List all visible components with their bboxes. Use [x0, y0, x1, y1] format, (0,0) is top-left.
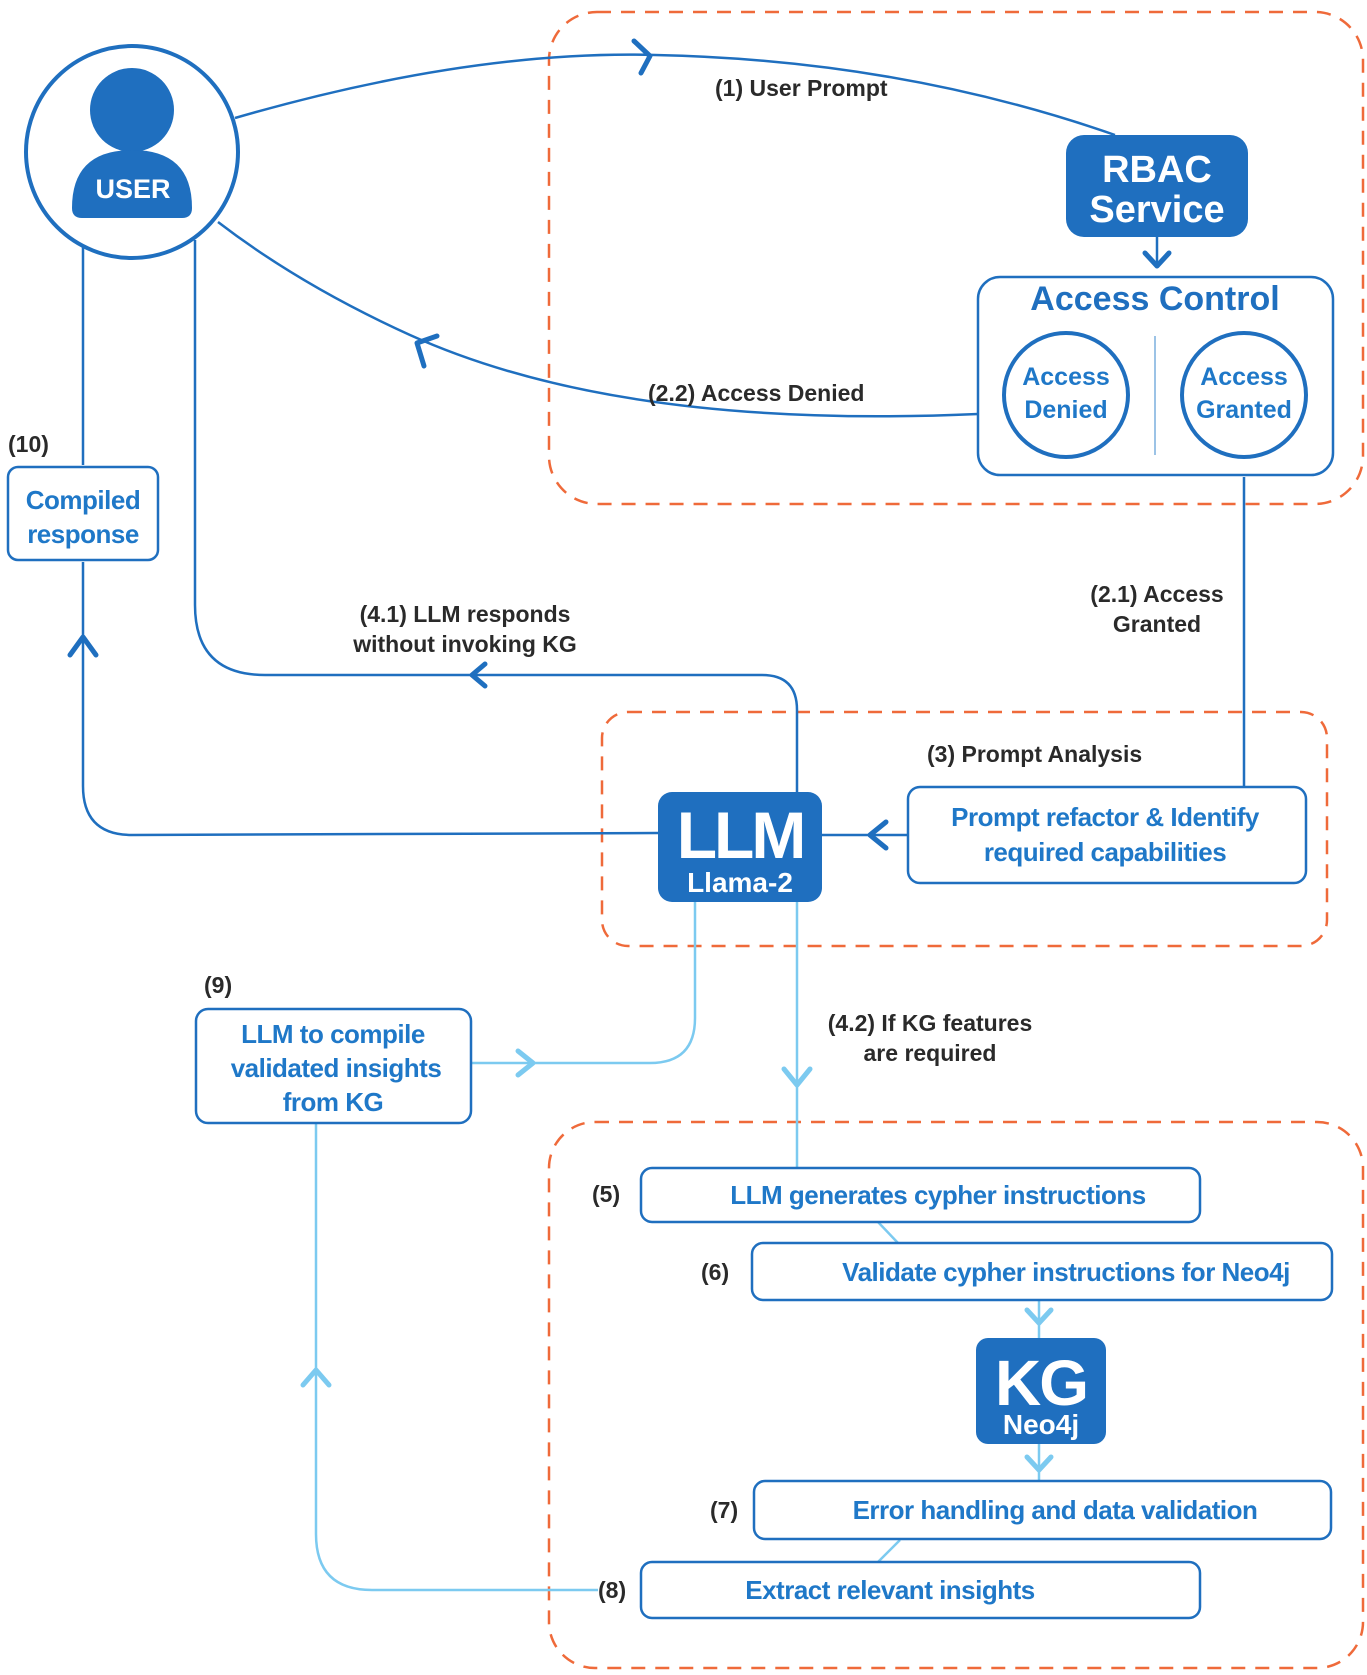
step-4-1-label-line2: without invoking KG: [352, 631, 577, 657]
rbac-region: [547, 10, 1365, 506]
error-handling-box[interactable]: Error handling and data validation: [752, 1479, 1333, 1541]
llm-compile-line3: from KG: [283, 1087, 384, 1117]
prompt-refactor-line2: required capabilities: [984, 837, 1226, 867]
step-4-2-label-line2: are required: [864, 1040, 997, 1066]
error-handling-text: Error handling and data validation: [853, 1495, 1258, 1525]
kg-node[interactable]: KG Neo4j: [976, 1338, 1106, 1444]
compiled-line1: Compiled: [26, 485, 140, 515]
extract-insights-text: Extract relevant insights: [745, 1575, 1035, 1605]
chevron-left-icon: [414, 333, 440, 369]
access-denied-node[interactable]: Access Denied: [1002, 331, 1130, 459]
step-1-label: (1) User Prompt: [715, 75, 888, 101]
chevron-left-icon: [867, 819, 889, 851]
llm-region: [600, 710, 1329, 948]
step-10-label: (10): [8, 431, 49, 457]
step-7-label: (7): [710, 1497, 738, 1523]
generate-cypher-box[interactable]: LLM generates cypher instructions: [639, 1166, 1202, 1224]
access-granted-line2: Granted: [1196, 396, 1292, 424]
prompt-refactor-box[interactable]: Prompt refactor & Identify required capa…: [906, 785, 1308, 885]
edge-llm-responds: [193, 240, 799, 792]
compiled-response-box[interactable]: Compiled response: [6, 465, 160, 562]
generate-cypher-text: LLM generates cypher instructions: [730, 1180, 1146, 1210]
step-6-label: (6): [701, 1259, 729, 1285]
chevron-right-icon: [515, 1048, 536, 1078]
kg-subtitle: Neo4j: [1003, 1409, 1079, 1440]
extract-insights-box[interactable]: Extract relevant insights: [639, 1560, 1202, 1620]
rbac-title: RBAC: [1102, 149, 1212, 191]
user-body-icon: [72, 150, 192, 218]
rbac-subtitle: Service: [1089, 189, 1224, 231]
step-2-1-label-line1: (2.1) Access: [1090, 581, 1223, 607]
prompt-refactor-line1: Prompt refactor & Identify: [951, 802, 1260, 832]
access-control-title: Access Control: [1030, 280, 1279, 318]
user-head-icon: [90, 68, 174, 152]
chevron-down-icon: [1024, 1454, 1054, 1473]
step-5-label: (5): [592, 1181, 620, 1207]
access-denied-line2: Denied: [1024, 396, 1107, 424]
chevron-left-icon: [469, 661, 488, 689]
llm-title: LLM: [677, 798, 804, 872]
step-2-1-label-line2: Granted: [1113, 611, 1201, 637]
llm-compile-line1: LLM to compile: [241, 1019, 425, 1049]
user-label: USER: [95, 174, 170, 204]
step-4-2-label-line1: (4.2) If KG features: [828, 1010, 1033, 1036]
chevron-down-icon: [1142, 250, 1172, 269]
chevron-down-icon: [781, 1066, 813, 1088]
edge-llm-to-compiled: [81, 562, 659, 837]
llm-compile-box[interactable]: LLM to compile validated insights from K…: [194, 1007, 473, 1125]
chevron-up-icon: [300, 1367, 332, 1388]
step-4-1-label-line1: (4.1) LLM responds: [360, 601, 571, 627]
edge-access-denied: [217, 221, 979, 418]
validate-cypher-text: Validate cypher instructions for Neo4j: [842, 1257, 1290, 1287]
chevron-right-icon: [631, 38, 653, 76]
llm-compile-line2: validated insights: [231, 1053, 442, 1083]
access-granted-node[interactable]: Access Granted: [1180, 331, 1308, 459]
compiled-line2: response: [27, 519, 139, 549]
edge-gen-to-validate: [877, 1221, 899, 1244]
validate-cypher-box[interactable]: Validate cypher instructions for Neo4j: [750, 1241, 1334, 1302]
step-3-label: (3) Prompt Analysis: [927, 741, 1142, 767]
step-9-label: (9): [204, 972, 232, 998]
access-denied-line1: Access: [1022, 363, 1110, 391]
rbac-service-node[interactable]: RBAC Service: [1066, 135, 1248, 237]
llm-subtitle: Llama-2: [687, 867, 793, 898]
edge-user-prompt: [234, 53, 1116, 137]
access-granted-line1: Access: [1200, 363, 1288, 391]
edge-extract-to-compile: [314, 1124, 598, 1592]
step-2-2-label: (2.2) Access Denied: [648, 380, 864, 406]
llm-node[interactable]: LLM Llama-2: [658, 792, 822, 902]
edge-error-to-extract: [877, 1539, 901, 1563]
step-8-label: (8): [598, 1577, 626, 1603]
user-node[interactable]: USER: [24, 44, 240, 260]
chevron-down-icon: [1024, 1307, 1054, 1326]
edge-llm-to-compile: [470, 900, 697, 1065]
kg-region: [547, 1120, 1365, 1670]
chevron-up-icon: [67, 634, 99, 658]
kg-title: KG: [995, 1347, 1087, 1419]
